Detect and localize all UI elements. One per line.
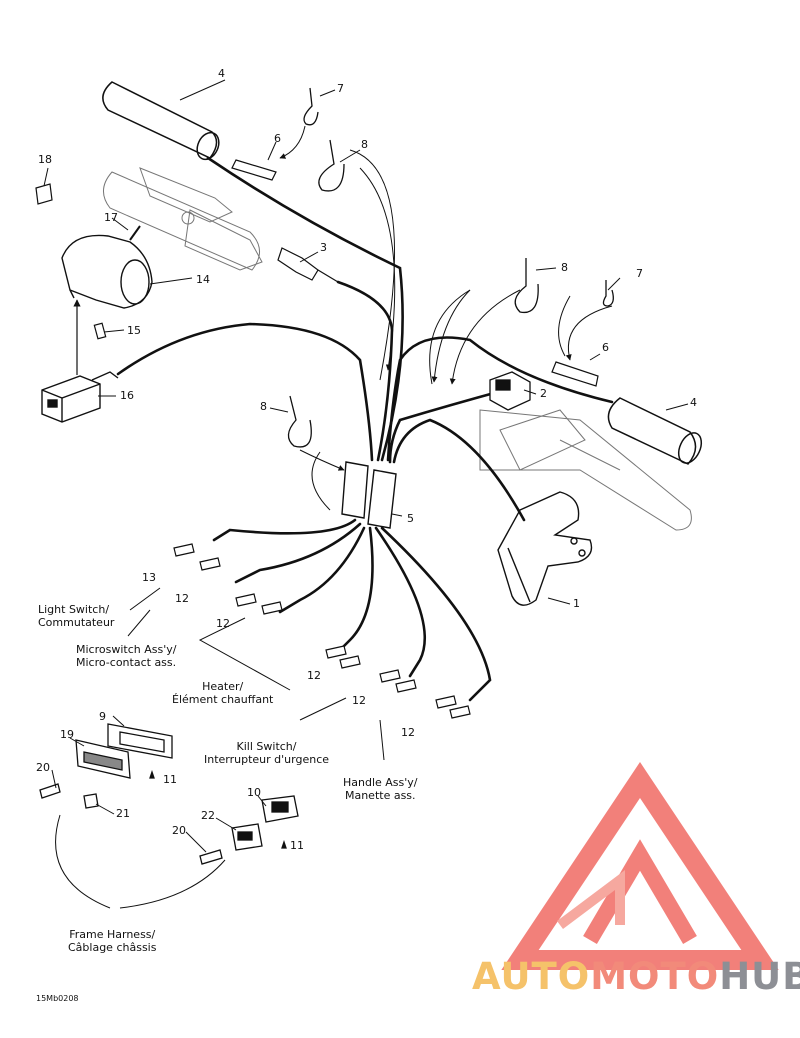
small-parts-left [35, 183, 141, 375]
callout-18: 18 [38, 153, 52, 166]
callout-12-c: 12 [307, 669, 321, 682]
callout-19: 19 [60, 728, 74, 741]
callout-8-top: 8 [361, 138, 368, 151]
label-kill-switch-en: Kill Switch/ [236, 740, 297, 753]
heater-plug [277, 247, 339, 283]
label-light-switch-en: Light Switch/ [38, 603, 110, 616]
cable-ties-large [287, 139, 539, 448]
label-frame-harness-fr: Câblage châssis [68, 941, 157, 954]
left-grip [102, 81, 220, 161]
wire-terminals [173, 543, 471, 719]
callout-8-left: 8 [260, 400, 267, 413]
label-microswitch-en: Microswitch Ass'y/ [76, 643, 177, 656]
callout-3: 3 [320, 241, 327, 254]
label-light-switch-fr: Commutateur [38, 616, 115, 629]
label-handle-en: Handle Ass'y/ [343, 776, 418, 789]
right-handlebar-housing [479, 409, 692, 531]
callout-4-right: 4 [690, 396, 697, 409]
watermark-logo [501, 761, 779, 970]
callout-9: 9 [99, 710, 106, 723]
callout-11-a: 11 [163, 773, 177, 786]
callout-12-d: 12 [352, 694, 366, 707]
callout-20-a: 20 [36, 761, 50, 774]
callout-8-right: 8 [561, 261, 568, 274]
watermark-part-3: HUB [719, 955, 800, 998]
callout-16: 16 [120, 389, 134, 402]
label-heater-fr: Élément chauffant [172, 693, 274, 706]
callout-13: 13 [142, 571, 156, 584]
label-handle-fr: Manette ass. [344, 789, 416, 802]
callout-20-b: 20 [172, 824, 186, 837]
leader-lines [43, 79, 689, 909]
label-kill-switch: Kill Switch/ Interrupteur d'urgence [204, 740, 329, 766]
arrows [279, 125, 613, 471]
callout-1: 1 [573, 597, 580, 610]
callout-14: 14 [196, 273, 210, 286]
callout-12-b: 12 [216, 617, 230, 630]
sleeves [231, 159, 599, 387]
callout-6-right: 6 [602, 341, 609, 354]
label-heater: Heater/ Élément chauffant [172, 680, 273, 706]
callout-22: 22 [201, 809, 215, 822]
label-handle: Handle Ass'y/ Manette ass. [343, 776, 418, 802]
callout-5: 5 [407, 512, 414, 525]
callout-7-left: 7 [337, 82, 344, 95]
callout-17: 17 [104, 211, 118, 224]
cable-ties-small [303, 87, 614, 307]
throttle-handle [497, 491, 593, 606]
callout-7-right: 7 [636, 267, 643, 280]
connectors-bottom [39, 723, 299, 865]
callout-21: 21 [116, 807, 130, 820]
callout-2: 2 [540, 387, 547, 400]
light-switch-part [41, 371, 119, 423]
label-light-switch: Light Switch/ Commutateur [38, 603, 114, 629]
callout-11-b: 11 [290, 839, 304, 852]
label-frame-harness-en: Frame Harness/ [69, 928, 156, 941]
callout-12-a: 12 [175, 592, 189, 605]
label-microswitch-fr: Micro-contact ass. [76, 656, 177, 669]
drawing-code: 15Mb0208 [36, 994, 79, 1003]
harness-sleeve [341, 461, 397, 529]
callout-6-left: 6 [274, 132, 281, 145]
right-grip [607, 397, 703, 465]
left-handlebar-housing [103, 167, 263, 271]
watermark-part-2: MOTO [590, 955, 720, 998]
label-frame-harness: Frame Harness/ Câblage châssis [68, 928, 156, 954]
switch-housing [61, 234, 153, 309]
watermark-part-1: AUTO [472, 955, 591, 998]
watermark-text: AUTOMOTOHUB [472, 955, 800, 998]
callout-4-left: 4 [218, 67, 225, 80]
callout-10: 10 [247, 786, 261, 799]
label-microswitch: Microswitch Ass'y/ Micro-contact ass. [76, 643, 176, 669]
harness-wires [116, 156, 614, 702]
connector-2 [489, 371, 531, 411]
callout-15: 15 [127, 324, 141, 337]
label-heater-en: Heater/ [202, 680, 244, 693]
label-kill-switch-fr: Interrupteur d'urgence [204, 753, 330, 766]
callout-12-e: 12 [401, 726, 415, 739]
